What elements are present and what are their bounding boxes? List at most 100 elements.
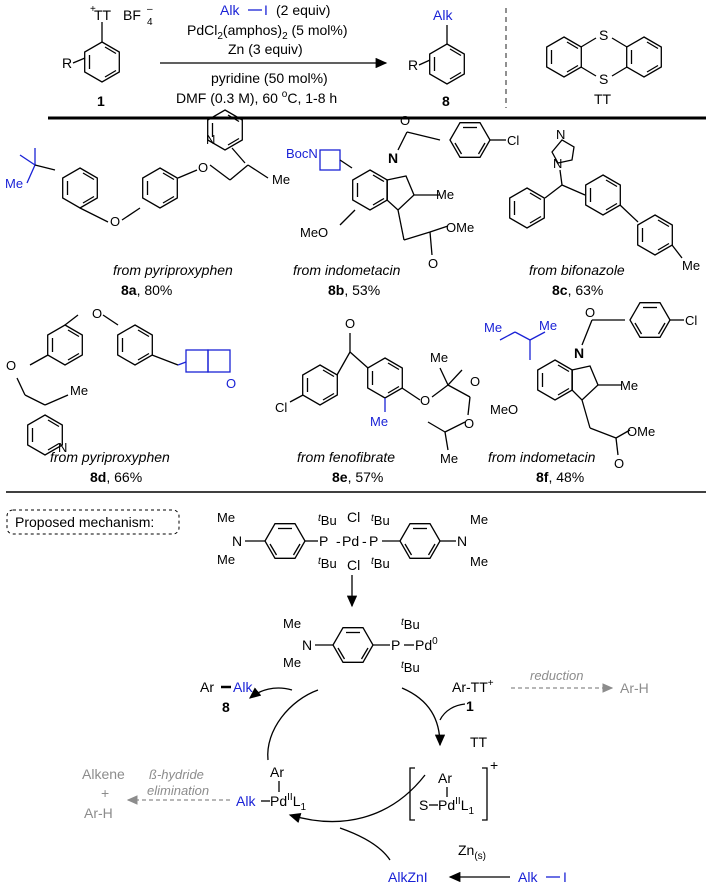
svg-text:N: N: [556, 127, 565, 142]
example-8e-source: from fenofibrate: [297, 449, 395, 465]
example-8a: Me O O Me N from pyriproxyphen 8a, 80%: [5, 109, 290, 298]
svg-text:Me: Me: [436, 187, 454, 202]
alkzni: AlkZnI: [388, 869, 428, 885]
sm-r: R: [62, 55, 72, 71]
precatalyst: Me Me N P tBu tBu - Pd - Cl Cl P tBu tBu…: [217, 509, 488, 573]
svg-text:N: N: [457, 533, 467, 549]
reduction-label: reduction: [530, 668, 583, 683]
svg-text:Me: Me: [470, 512, 488, 527]
svg-text:tBu: tBu: [318, 556, 337, 571]
example-8b-caption: 8b, 53%: [328, 282, 380, 298]
svg-text:O: O: [92, 306, 102, 321]
svg-text:Pd: Pd: [342, 533, 359, 549]
svg-text:O: O: [464, 416, 474, 431]
svg-text:N: N: [232, 533, 242, 549]
svg-text:Me: Me: [682, 258, 700, 273]
svg-text:Cl: Cl: [507, 133, 519, 148]
svg-text:O: O: [470, 374, 480, 389]
svg-text:O: O: [110, 214, 120, 229]
example-8b-source: from indometacin: [293, 262, 401, 278]
svg-text:N: N: [58, 440, 67, 455]
zn-reagent: Zn (3 equiv): [228, 41, 303, 57]
mechanism-title-box: [6, 509, 180, 535]
beta-hydride-label-1: ß-hydride: [149, 767, 204, 782]
svg-text:Me: Me: [440, 451, 458, 466]
additive: pyridine (50 mol%): [211, 70, 328, 86]
svg-text:+: +: [90, 4, 96, 15]
svg-text:O: O: [345, 316, 355, 331]
svg-text:Cl: Cl: [685, 313, 697, 328]
svg-text:+: +: [101, 785, 109, 801]
svg-text:OMe: OMe: [627, 424, 655, 439]
cycle-product-label: 8: [222, 699, 230, 715]
svg-text:Me: Me: [370, 414, 388, 429]
svg-text:PdIIL1: PdIIL1: [270, 792, 306, 813]
svg-text:Alk: Alk: [236, 793, 256, 809]
svg-text:Me: Me: [470, 554, 488, 569]
svg-text:P: P: [391, 637, 400, 653]
transmetalation-arrow: [288, 774, 426, 823]
thianthrene: S S TT: [546, 27, 662, 107]
svg-text:P: P: [319, 533, 328, 549]
reaction-scheme: TT + BF 4 – R 1 Alk I (2 equiv) PdCl2(am…: [62, 2, 662, 109]
svg-text:Me: Me: [217, 552, 235, 567]
example-8d-caption: 8d, 66%: [90, 469, 142, 485]
example-8f-caption: 8f, 48%: [536, 469, 584, 485]
product-8: Alk R 8: [408, 7, 465, 109]
example-8c: N N Me from bifonazole 8c, 63%: [509, 127, 700, 298]
example-8e: O Cl O Me Me O O Me from fenofibrate 8e,…: [275, 316, 480, 485]
example-8e-caption: 8e, 57%: [332, 469, 383, 485]
svg-text:Alk: Alk: [233, 679, 253, 695]
svg-text:PdIIL1: PdIIL1: [438, 796, 474, 817]
alk-i-alk: Alk: [518, 869, 538, 885]
oxidative-addition-arrow: [401, 687, 446, 747]
reaction-conditions: Alk I (2 equiv) PdCl2(amphos)2 (5 mol%) …: [160, 2, 388, 106]
product-r: R: [408, 57, 418, 73]
reagent-alk: Alk: [220, 2, 240, 18]
svg-text:Me: Me: [217, 510, 235, 525]
solvent: DMF (0.3 M), 60 oC, 1-8 h: [176, 89, 337, 106]
reduction-product: Ar-H: [620, 680, 649, 696]
svg-text:Cl: Cl: [347, 509, 360, 525]
ar-tt-label: 1: [466, 698, 474, 714]
alkene: Alkene: [82, 766, 125, 782]
svg-text:O: O: [198, 160, 208, 175]
example-8c-source: from bifonazole: [529, 262, 625, 278]
sm-bf4: BF: [123, 7, 141, 23]
svg-text:Me: Me: [272, 172, 290, 187]
ar-tt: Ar-TT+: [452, 678, 494, 695]
svg-text:-: -: [362, 533, 367, 549]
svg-text:N: N: [302, 637, 312, 653]
beta-hydride-label-2: elimination: [147, 783, 209, 798]
svg-text:Me: Me: [70, 383, 88, 398]
product-label: 8: [442, 93, 450, 109]
mechanism-title: Proposed mechanism:: [15, 514, 154, 530]
svg-text:O: O: [420, 393, 430, 408]
alk-i-i: I: [563, 869, 567, 885]
svg-text:Me: Me: [620, 378, 638, 393]
svg-text:Me: Me: [283, 616, 301, 631]
example-8f-source: from indometacin: [488, 449, 596, 465]
svg-text:O: O: [400, 113, 410, 128]
zn-metal: Zn(s): [458, 842, 486, 862]
svg-text:tBu: tBu: [371, 513, 390, 528]
svg-text:O: O: [6, 358, 16, 373]
example-8f: Me Me N O Cl Me MeO O OMe from indometac…: [484, 302, 697, 485]
svg-text:Me: Me: [539, 318, 557, 333]
alk-pdii-ar: Ar Alk PdIIL1: [236, 764, 306, 813]
svg-text:S: S: [419, 797, 428, 813]
reagent-i: I: [264, 2, 268, 18]
svg-text:MeO: MeO: [300, 225, 328, 240]
sm-label: 1: [97, 93, 105, 109]
cycle-arrow-left: [267, 689, 319, 761]
svg-text:MeO: MeO: [490, 402, 518, 417]
mechanism: Proposed mechanism: Me Me N P tBu tBu - …: [6, 509, 649, 885]
svg-text:N: N: [206, 132, 215, 147]
svg-text:tBu: tBu: [371, 556, 390, 571]
example-8b: BocN N O Cl Me MeO O OMe from indometaci…: [286, 113, 519, 298]
example-8d: O O Me N O from pyriproxyphen 8d, 66%: [6, 306, 236, 485]
svg-text:Ar: Ar: [438, 770, 452, 786]
svg-text:OMe: OMe: [446, 220, 474, 235]
